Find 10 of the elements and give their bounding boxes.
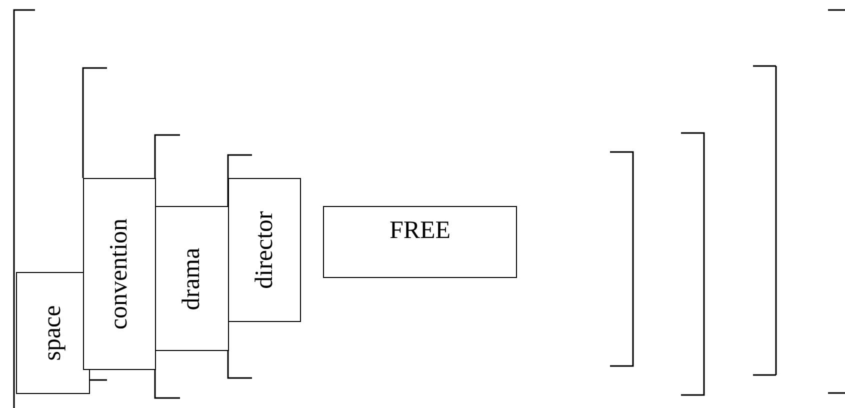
- label-box: [323, 206, 517, 278]
- label-box: [155, 206, 229, 351]
- label-box: [83, 178, 156, 370]
- label-box: [16, 272, 90, 394]
- label-box: [228, 178, 301, 322]
- box-label: space: [39, 305, 67, 361]
- box-label: convention: [106, 218, 134, 330]
- box-label: FREE: [389, 217, 451, 245]
- box-label: drama: [178, 247, 206, 310]
- box-label: director: [250, 211, 278, 289]
